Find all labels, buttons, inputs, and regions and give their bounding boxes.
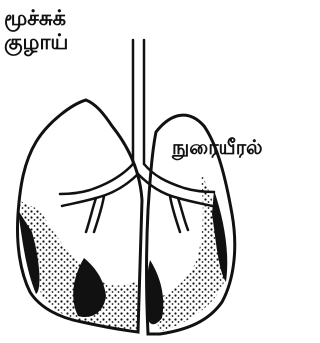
- trachea-label: மூச்சுக் குழாய்: [4, 6, 68, 54]
- left-lung: [18, 100, 143, 334]
- lungs-label: நுரையீரல்: [172, 136, 263, 159]
- trachea-label-line2: குழாய்: [4, 30, 68, 54]
- trachea-label-line1: மூச்சுக்: [4, 6, 68, 30]
- trachea: [133, 40, 144, 164]
